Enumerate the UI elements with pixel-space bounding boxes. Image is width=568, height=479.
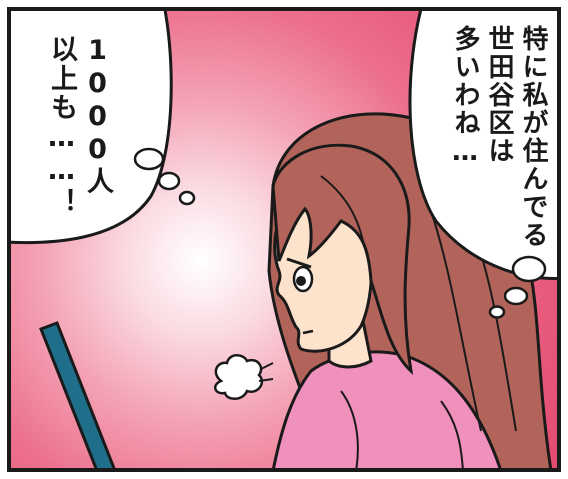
speech-bubble-left	[11, 11, 173, 245]
hair-front	[271, 143, 414, 376]
hair-strand	[430, 210, 482, 432]
speech-text-right: 特に私が住んでる 世田谷区は 多いわね…	[448, 25, 550, 249]
comic-panel: 1000人 以上も……！ 特に私が住んでる 世田谷区は 多いわね…	[7, 7, 561, 472]
pupil	[296, 276, 306, 286]
sweater-fold	[440, 400, 464, 468]
panel-artwork	[11, 11, 557, 468]
speech-text-left: 1000人 以上も……！	[43, 35, 115, 217]
speech-line: 以上も……！	[46, 35, 77, 217]
speech-line: 1000人	[82, 35, 113, 196]
sweater-fold	[340, 390, 359, 468]
laptop	[39, 321, 116, 468]
thought-bubble-icon	[488, 255, 547, 319]
thought-bubble-icon	[133, 147, 196, 206]
speech-line: 特に私が住んでる	[518, 25, 548, 249]
sigh-puff-icon	[213, 354, 274, 400]
eyebrow	[286, 257, 312, 269]
speech-bubble-right	[408, 11, 557, 280]
speech-line: 世田谷区は	[484, 25, 514, 165]
mouth	[302, 329, 314, 335]
speech-line: 多いわね…	[450, 25, 480, 169]
hair-strand	[320, 175, 364, 242]
